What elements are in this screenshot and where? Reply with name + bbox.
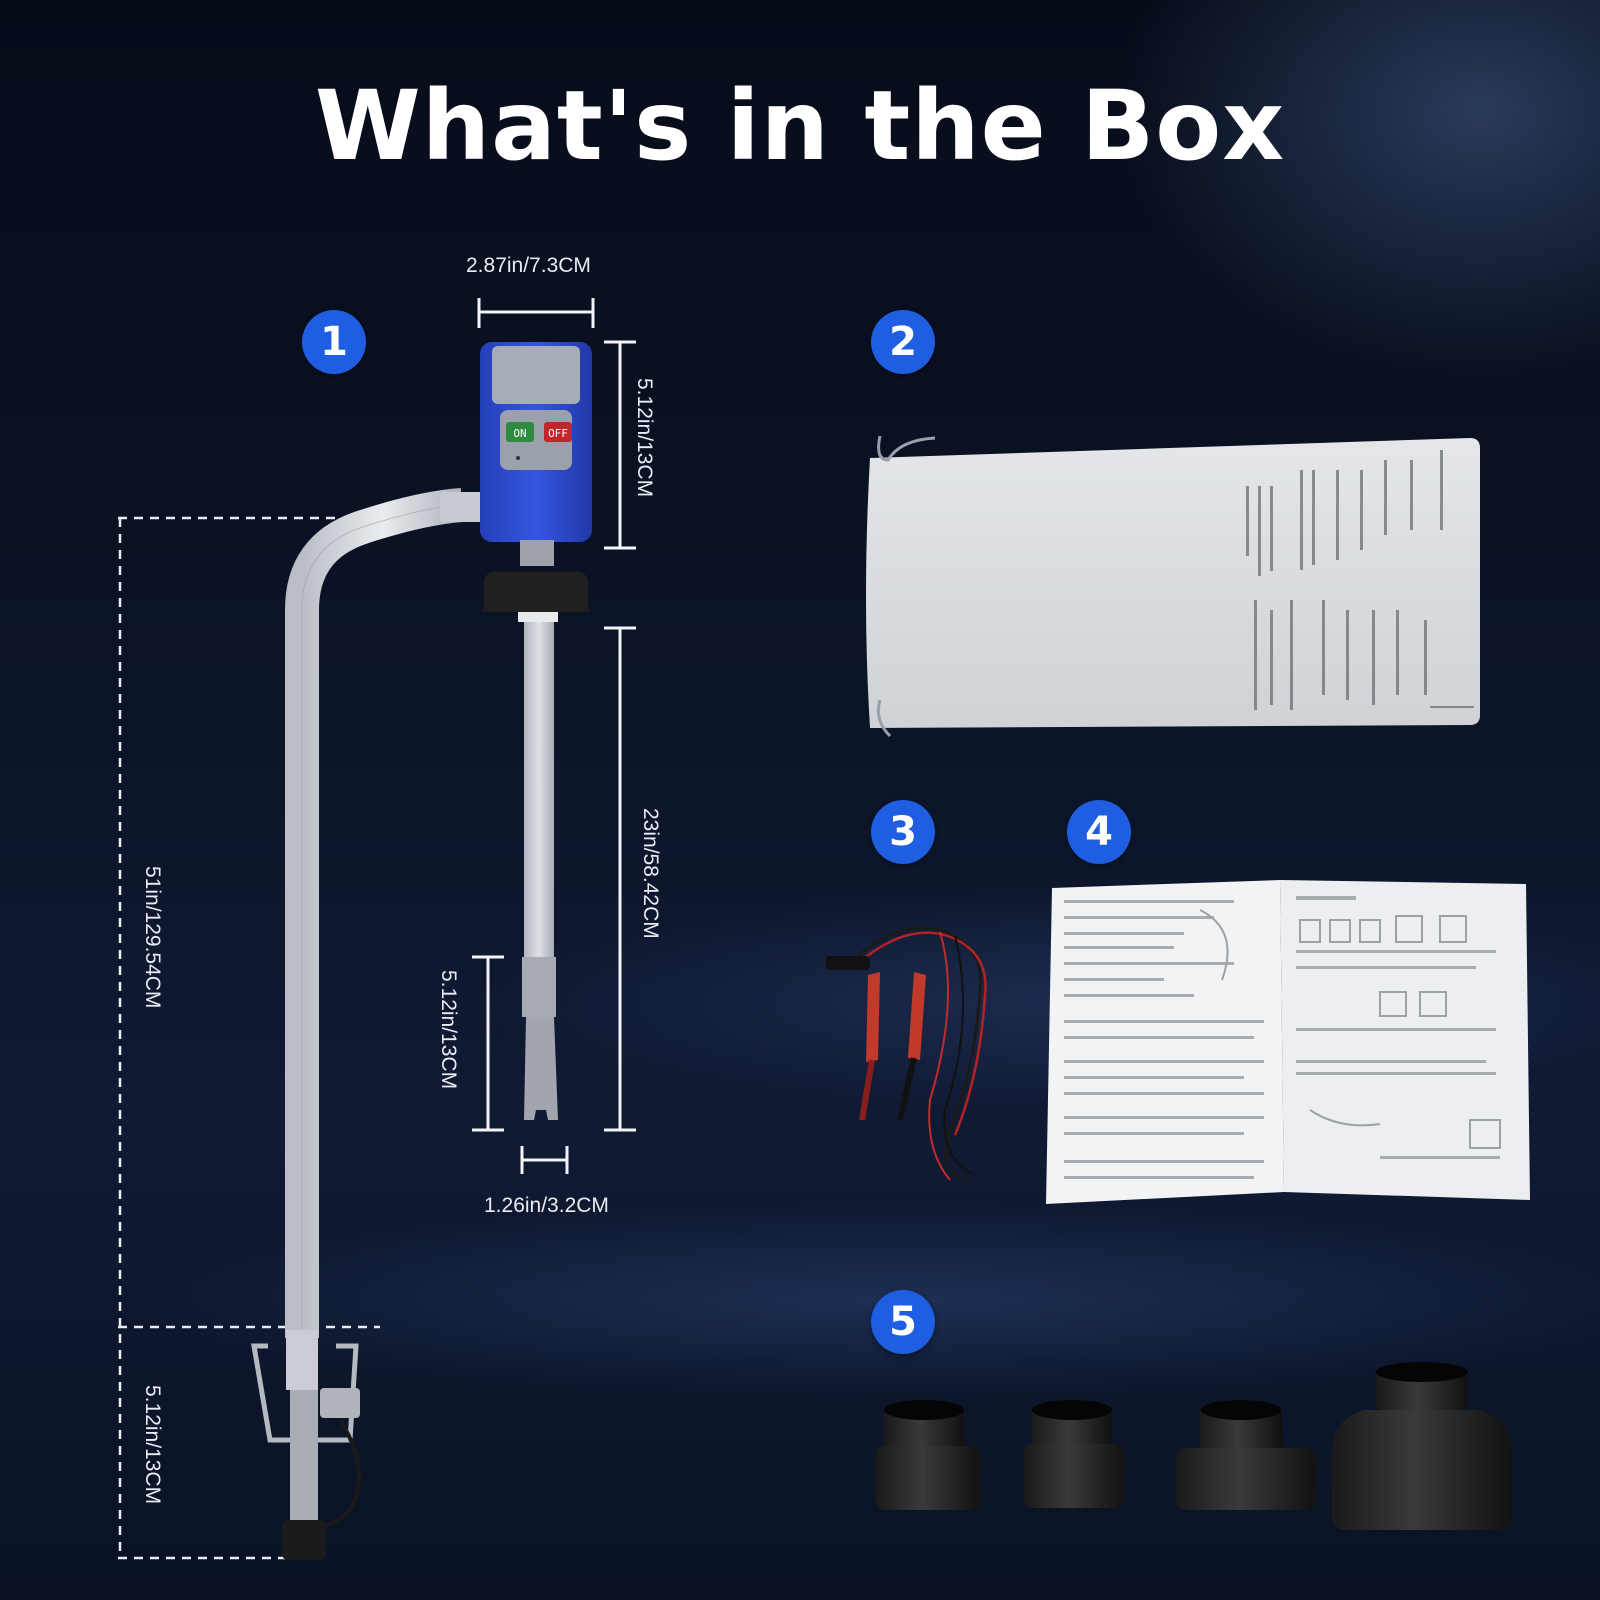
hose-nozzle [251,1330,361,1560]
adapter-3 [1176,1400,1316,1510]
dim-filter-length: 5.12in/13CM [437,970,460,1090]
badge-1: 1 [302,310,366,374]
suction-tube [522,622,558,1120]
dim-pump-width: 2.87in/7.3CM [466,254,591,277]
adapter-2 [1024,1400,1124,1508]
filter-length-marker [472,955,504,1132]
dim-filter-width: 1.26in/3.2CM [484,1194,609,1217]
dim-nozzle-length: 5.12in/13CM [141,1385,164,1505]
badge-5: 5 [871,1290,935,1354]
filter-width-marker [520,1146,569,1174]
adapter-4 [1332,1362,1512,1530]
pump-width-marker [477,298,595,328]
discharge-hose [285,488,484,1338]
dim-pump-height: 5.12in/13CM [633,378,656,498]
off-button-label: OFF [548,427,568,440]
adapter-set [876,1362,1512,1530]
on-button-label: ON [513,427,526,440]
dim-hose-length: 51in/129.54CM [141,866,164,1009]
instruction-manual [1046,880,1530,1204]
badge-4: 4 [1067,800,1131,864]
pump-head: ON OFF [480,342,592,622]
storage-bag [866,435,1480,738]
adapter-1 [876,1400,980,1510]
badge-3: 3 [871,800,935,864]
badge-2: 2 [871,310,935,374]
tube-length-marker [604,626,636,1132]
power-cable [826,926,987,1182]
page-title: What's in the Box [314,70,1286,182]
dim-suction-tube: 23in/58.42CM [639,808,662,939]
